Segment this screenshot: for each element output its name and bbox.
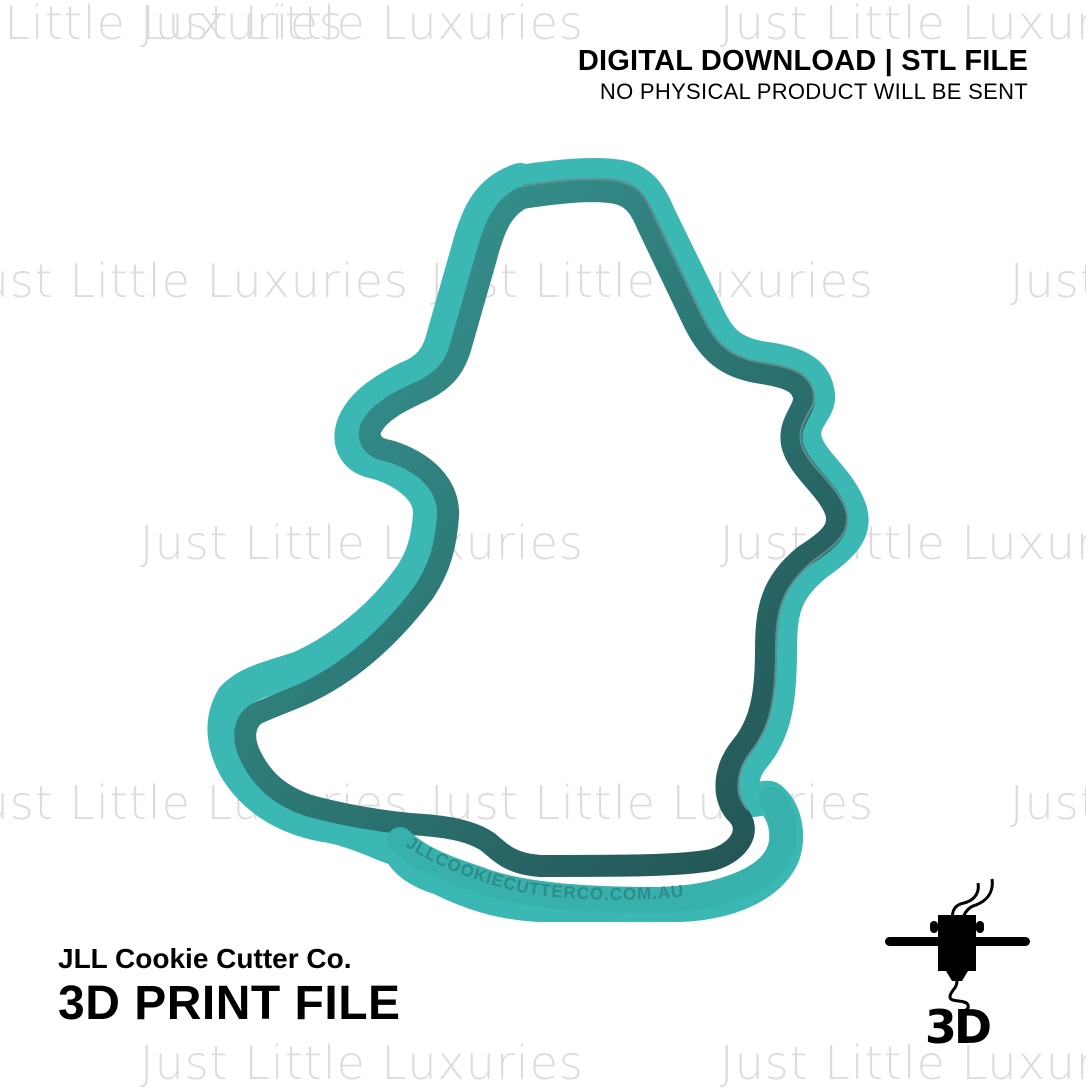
3d-printer-icon: 3D [885,878,1030,1050]
cutter-flange [387,787,797,914]
3d-label: 3D [925,1000,990,1050]
header-subtitle: NO PHYSICAL PRODUCT WILL BE SENT [599,79,1028,104]
brand-name: JLL Cookie Cutter Co. [58,943,352,974]
cutter-rim [207,158,869,922]
cutter-wall [234,180,849,877]
header-title: DIGITAL DOWNLOAD | STL FILE [577,45,1028,77]
header-block: DIGITAL DOWNLOAD | STL FILE NO PHYSICAL … [578,44,1028,106]
brand-type: 3D PRINT FILE [58,977,401,1030]
brand-block: JLL Cookie Cutter Co. 3D PRINT FILE [58,940,401,1030]
cutter-edge-line [521,178,849,811]
